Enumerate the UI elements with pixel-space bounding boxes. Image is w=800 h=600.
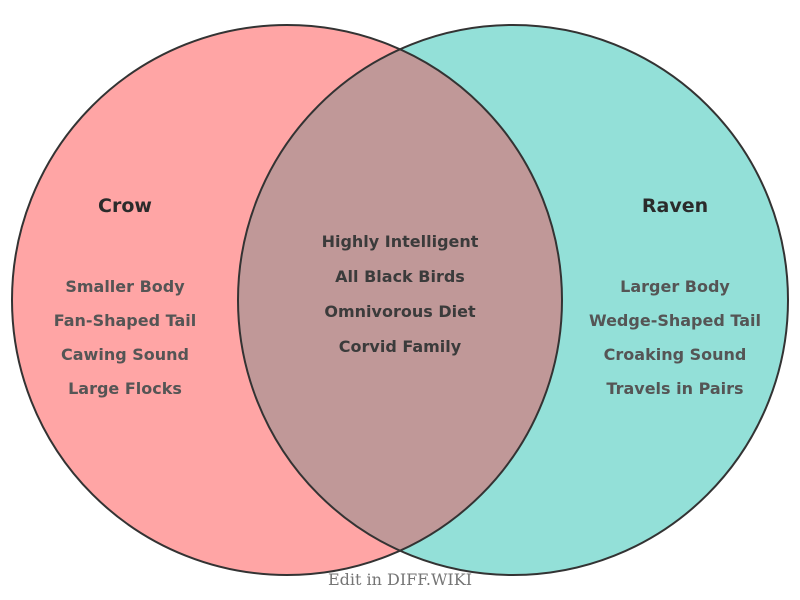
overlap-item-3: Omnivorous Diet: [324, 302, 476, 321]
crow-item-4: Large Flocks: [68, 379, 182, 398]
raven-title: Raven: [642, 195, 708, 217]
raven-circle-outline: [237, 24, 789, 576]
overlap-item-2: All Black Birds: [335, 267, 465, 286]
crow-item-1: Smaller Body: [65, 277, 185, 296]
raven-item-1: Larger Body: [620, 277, 730, 296]
raven-item-4: Travels in Pairs: [606, 379, 743, 398]
raven-item-2: Wedge-Shaped Tail: [589, 311, 761, 330]
crow-item-3: Cawing Sound: [61, 345, 189, 364]
edit-in-diffwiki-link[interactable]: Edit in DIFF.WIKI: [328, 570, 472, 589]
raven-item-3: Croaking Sound: [604, 345, 747, 364]
crow-title: Crow: [98, 195, 152, 217]
crow-item-2: Fan-Shaped Tail: [54, 311, 196, 330]
overlap-item-1: Highly Intelligent: [322, 232, 479, 251]
crow-circle-outline: [11, 24, 563, 576]
overlap-item-4: Corvid Family: [339, 337, 462, 356]
overlap-region-fill: [238, 49, 562, 551]
